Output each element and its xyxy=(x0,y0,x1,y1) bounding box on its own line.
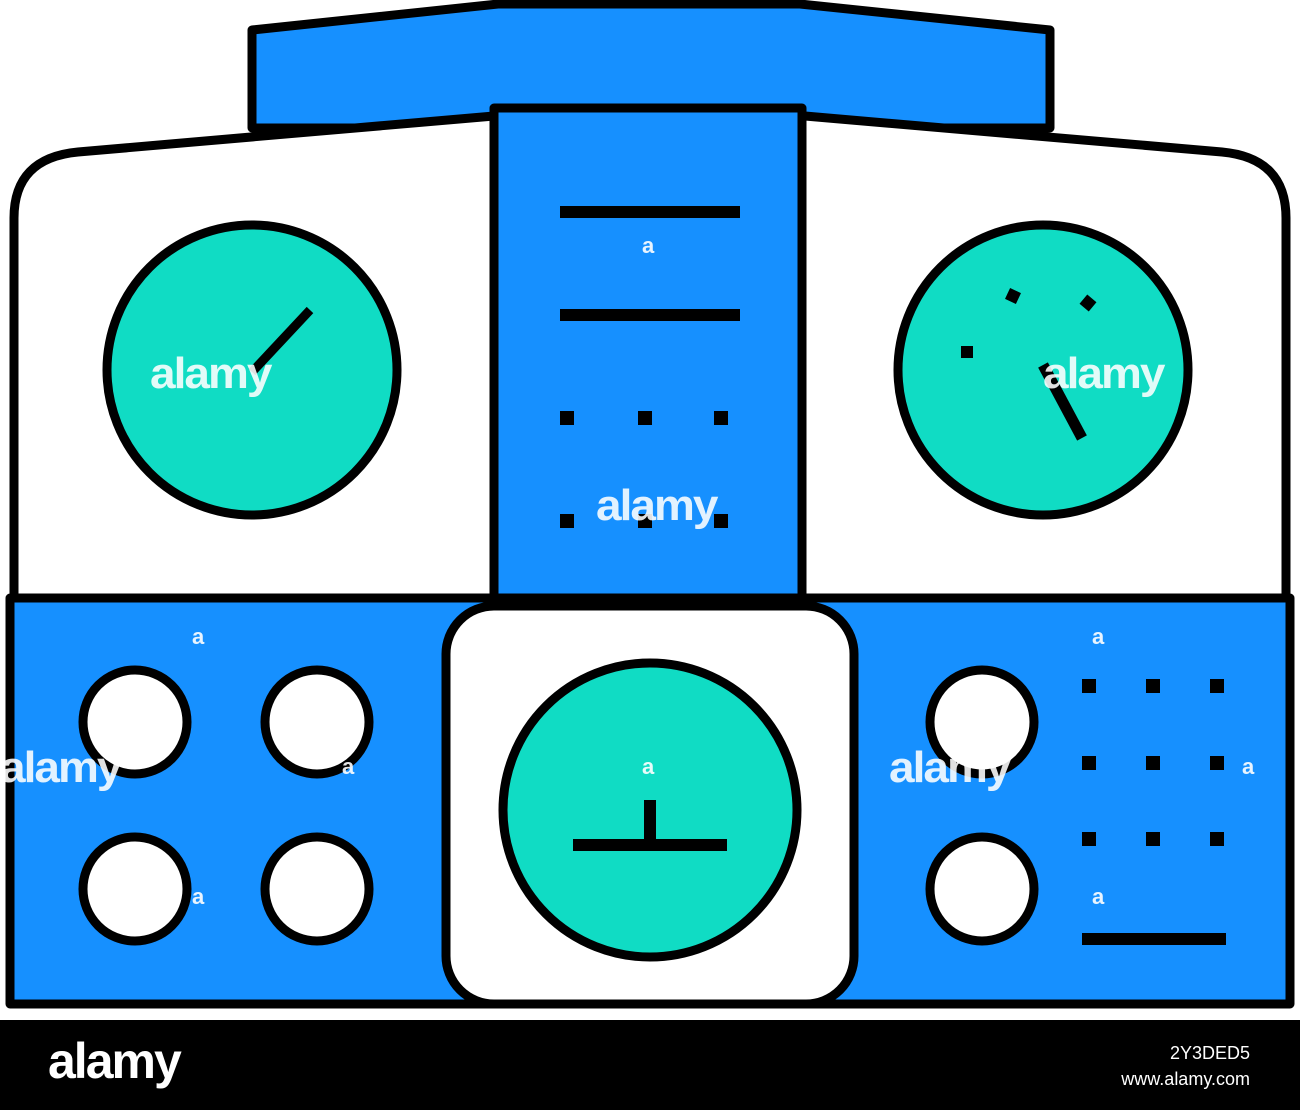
watermark-text: alamy xyxy=(150,348,272,398)
watermark-mark: a xyxy=(1092,884,1105,909)
gauge-ticks-icon xyxy=(893,220,1193,520)
gauge-needle-icon xyxy=(102,220,402,520)
watermark-text: alamy xyxy=(596,480,718,530)
watermark-mark: a xyxy=(342,754,355,779)
watermark-mark: a xyxy=(642,754,655,779)
right-button-cluster xyxy=(925,665,1039,946)
footer-bar: alamy 2Y3DED5 www.alamy.com xyxy=(0,1020,1300,1110)
aircraft-dashboard-icon xyxy=(5,0,1295,1009)
site-url: www.alamy.com xyxy=(1121,1069,1250,1089)
watermark-mark: a xyxy=(192,624,205,649)
right-indicator-grid xyxy=(1082,679,1226,945)
watermark-mark: a xyxy=(192,884,205,909)
watermark-mark: a xyxy=(642,233,655,258)
watermark-text: alamy xyxy=(1043,348,1165,398)
image-id: 2Y3DED5 xyxy=(1169,1043,1250,1063)
center-column-indicators xyxy=(560,206,740,528)
watermark-text: alamy xyxy=(0,742,122,792)
footer-logo: alamy xyxy=(48,1033,182,1089)
left-button-cluster xyxy=(78,665,374,946)
watermark-mark: a xyxy=(1092,624,1105,649)
watermark-mark: a xyxy=(1242,754,1255,779)
watermark-text: alamy xyxy=(889,742,1011,792)
attitude-indicator-icon xyxy=(498,658,802,962)
top-visor xyxy=(247,0,1055,133)
